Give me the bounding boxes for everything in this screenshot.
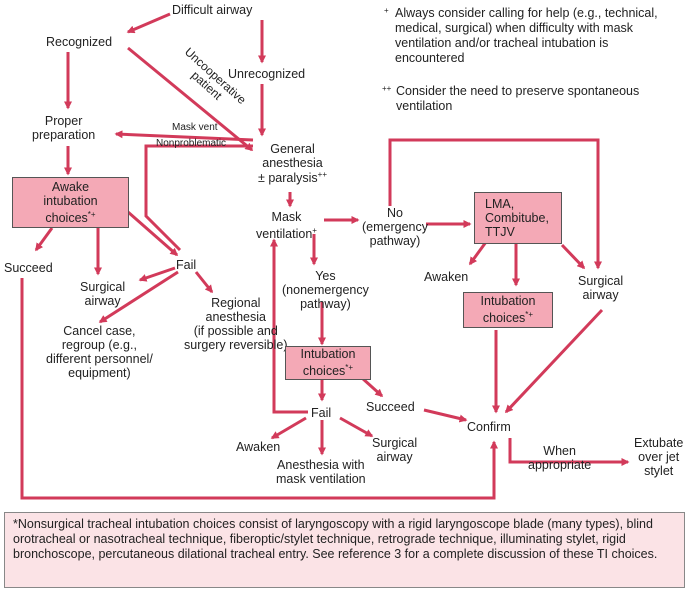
node-succeed-left: Succeed xyxy=(4,261,53,275)
box-intubation-choices-right: Intubation choices*+ xyxy=(463,292,553,328)
node-regional-anesthesia: Regional anesthesia (if possible and sur… xyxy=(184,296,288,352)
label-mask-vent: Mask vent xyxy=(172,122,218,133)
arrow-fail-to-cancel xyxy=(98,270,179,324)
node-fail-mid: Fail xyxy=(311,406,332,420)
label-when-appropriate: When appropriate xyxy=(528,444,592,472)
note1-symbol: + xyxy=(384,6,389,15)
arrow-fail-to-awaken-mid xyxy=(270,416,307,440)
arrow-succeed-to-confirm xyxy=(423,408,468,423)
line-nonproblematic xyxy=(144,144,253,252)
note2-symbol: ++ xyxy=(382,84,392,93)
node-mask-ventilation: Mask ventilation+ xyxy=(256,210,317,242)
arrow-lma-to-awaken xyxy=(468,241,488,266)
arrow-no-loop-to-surgical-right xyxy=(388,138,602,270)
node-awaken-right: Awaken xyxy=(424,270,469,284)
node-recognized: Recognized xyxy=(46,35,113,49)
node-difficult-airway: Difficult airway xyxy=(172,3,253,17)
arrow-lma-to-surgical-right xyxy=(560,243,586,270)
node-anesthesia-mask-ventilation: Anesthesia with mask ventilation xyxy=(276,458,366,486)
note-spontaneous-ventilation: Consider the need to preserve spontaneou… xyxy=(396,84,640,113)
node-surgical-airway-right: Surgical airway xyxy=(578,274,624,302)
node-awaken-mid: Awaken xyxy=(236,440,281,454)
arrow-fail-to-regional xyxy=(194,271,214,294)
arrow-fail-loop-to-mask xyxy=(270,238,308,414)
box-awake-intubation-choices: Awake intubation choices*+ xyxy=(12,177,129,228)
box-lma-combitube-ttjv: LMA, Combitube, TTJV xyxy=(474,192,562,244)
arrow-succeed-left-to-confirm xyxy=(20,278,498,500)
footnote-intubation-choices: *Nonsurgical tracheal intubation choices… xyxy=(4,512,685,588)
node-confirm: Confirm xyxy=(467,420,511,434)
arrow-intubation-mid-to-succeed xyxy=(360,376,384,398)
arrow-fail-to-surgical-mid xyxy=(339,416,374,438)
arrow-mask-vent-to-preparation xyxy=(114,130,254,142)
node-succeed-mid: Succeed xyxy=(366,400,415,414)
node-extubate-over-jet-stylet: Extubate over jet stylet xyxy=(634,436,684,478)
arrow-fail-to-surgical-left xyxy=(138,266,176,282)
node-surgical-airway-mid: Surgical airway xyxy=(372,436,418,464)
node-yes-nonemergency: Yes (nonemergency pathway) xyxy=(282,269,369,311)
arrow-uncooperative-to-general xyxy=(127,46,254,152)
node-fail-left: Fail xyxy=(176,258,197,272)
node-surgical-airway-left: Surgical airway xyxy=(80,280,126,308)
node-unrecognized: Unrecognized xyxy=(228,67,306,81)
box-intubation-choices-mid: Intubation choices*+ xyxy=(285,346,371,380)
arrow-difficult-to-recognized xyxy=(126,12,171,34)
node-cancel-case: Cancel case, regroup (e.g., different pe… xyxy=(46,324,153,380)
node-no-emergency: No (emergency pathway) xyxy=(362,206,428,248)
arrow-surgical-right-to-confirm xyxy=(504,308,604,414)
note-call-for-help: Always consider calling for help (e.g., … xyxy=(395,6,658,65)
arrow-awake-to-fail-left xyxy=(127,210,179,257)
node-proper-preparation: Proper preparation xyxy=(32,114,96,142)
arrow-confirm-to-extubate xyxy=(508,438,630,466)
label-nonproblematic: Nonproblematic xyxy=(156,138,227,149)
arrow-awake-to-succeed xyxy=(34,227,54,252)
node-general-anesthesia: General anesthesia ± paralysis++ xyxy=(258,142,327,186)
